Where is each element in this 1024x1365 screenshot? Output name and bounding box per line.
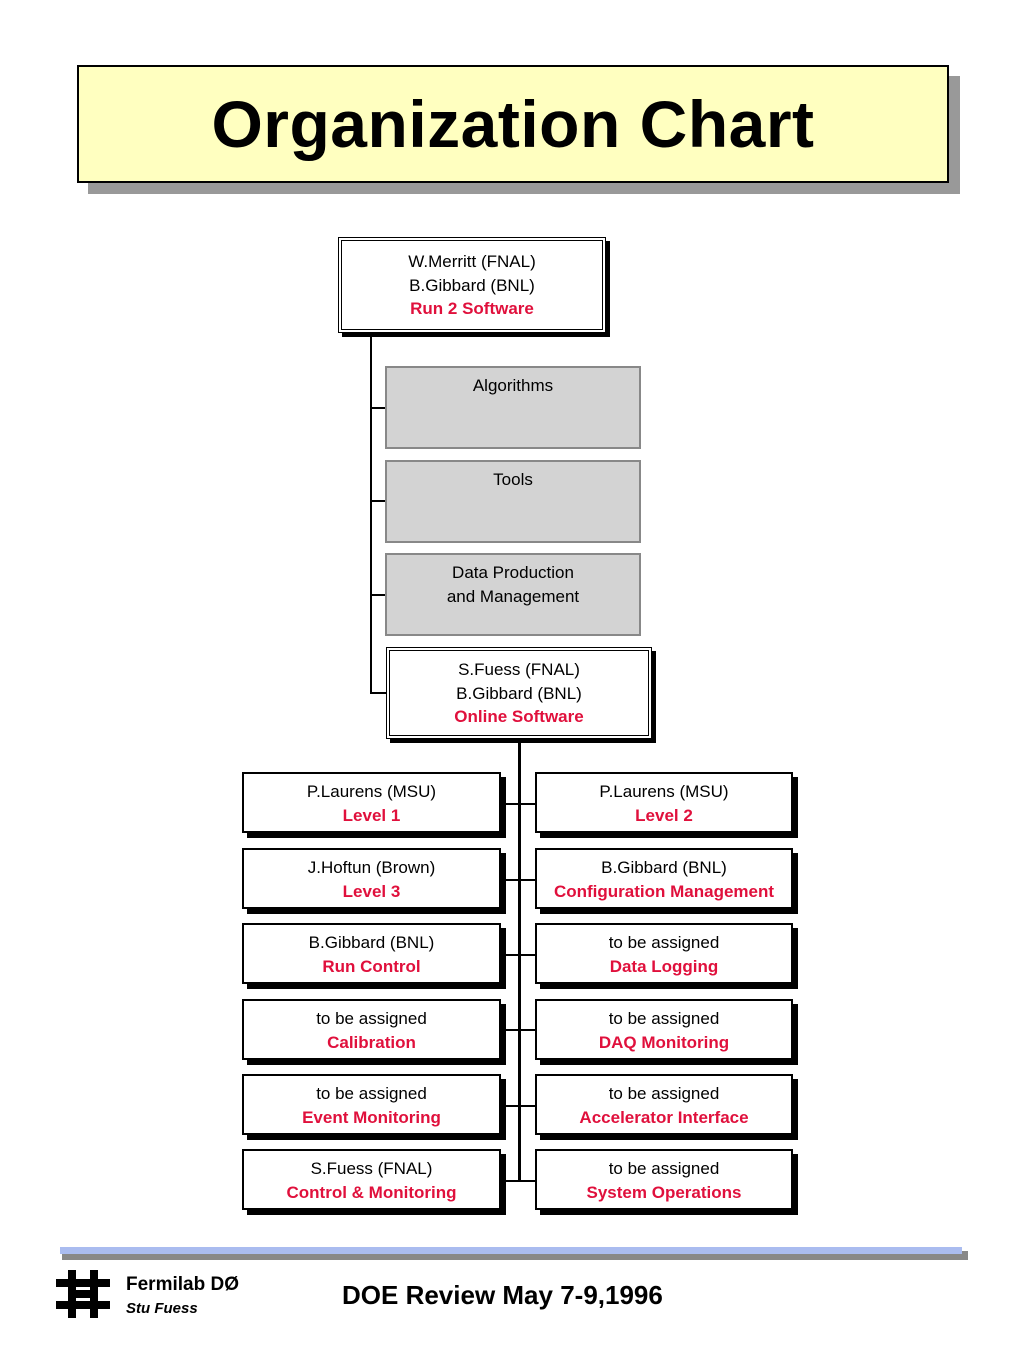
connector-row-1 [504,803,535,805]
right-person-6: to be assigned [608,1159,720,1178]
left-role-5: Event Monitoring [302,1107,441,1127]
algorithms-label: Algorithms [472,376,554,395]
lab-name: Fermilab DØ [126,1274,239,1295]
left-box-1: P.Laurens (MSU) Level 1 [242,772,501,833]
connector-top-vertical [370,334,372,694]
left-person-3: B.Gibbard (BNL) [308,933,435,952]
left-role-4: Calibration [327,1032,416,1052]
right-role-2: Configuration Management [553,881,775,901]
footer-bar [60,1247,962,1254]
data-production-label-1: Data Production [452,563,574,582]
online-role: Online Software [454,707,584,726]
right-role-3: Data Logging [609,956,719,976]
right-role-1: Level 2 [635,805,693,825]
connector-online-vertical [518,740,521,1182]
online-person-2: B.Gibbard (BNL) [456,683,582,703]
right-person-2: B.Gibbard (BNL) [601,858,727,877]
left-role-1: Level 1 [342,805,401,825]
top-role: Run 2 Software [410,299,534,318]
run2-software-box: W.Merritt (FNAL) B.Gibbard (BNL) Run 2 S… [338,237,606,333]
tools-box: Tools [385,460,641,543]
left-box-3: B.Gibbard (BNL) Run Control [242,923,501,984]
right-box-2: B.Gibbard (BNL) Configuration Management [535,848,793,909]
left-box-2: J.Hoftun (Brown) Level 3 [242,848,501,909]
connector-row-5 [504,1105,535,1107]
online-person-1: S.Fuess (FNAL) [458,660,580,679]
fermilab-logo-icon [56,1270,110,1318]
connector-row-6 [504,1180,535,1182]
right-box-6: to be assigned System Operations [535,1149,793,1210]
connector-online [370,692,388,694]
footer-bar-shadow [62,1251,968,1260]
top-person-2: B.Gibbard (BNL) [409,275,535,295]
left-person-2: J.Hoftun (Brown) [307,858,436,877]
connector-row-4 [504,1029,535,1031]
connector-data-production [370,594,386,596]
left-person-5: to be assigned [316,1084,427,1103]
tools-label: Tools [493,470,533,489]
left-box-5: to be assigned Event Monitoring [242,1074,501,1135]
right-person-1: P.Laurens (MSU) [599,782,729,801]
top-person-1: W.Merritt (FNAL) [408,252,536,271]
right-role-4: DAQ Monitoring [598,1032,730,1052]
connector-algorithms [370,407,386,409]
page-title: Organization Chart [211,87,815,161]
right-person-4: to be assigned [608,1009,720,1028]
title-banner: Organization Chart [77,65,949,183]
connector-row-3 [504,954,535,956]
right-role-6: System Operations [586,1182,742,1202]
data-production-label-2: and Management [446,586,580,606]
algorithms-box: Algorithms [385,366,641,449]
right-box-4: to be assigned DAQ Monitoring [535,999,793,1060]
left-role-6: Control & Monitoring [286,1182,457,1202]
event-title: DOE Review May 7-9,1996 [342,1280,663,1310]
data-production-box: Data Production and Management [385,553,641,636]
left-box-4: to be assigned Calibration [242,999,501,1060]
right-box-3: to be assigned Data Logging [535,923,793,984]
author-name: Stu Fuess [126,1300,198,1317]
right-role-5: Accelerator Interface [579,1107,749,1127]
right-person-5: to be assigned [608,1084,720,1103]
left-person-4: to be assigned [316,1009,427,1028]
connector-row-2 [504,879,535,881]
left-box-6: S.Fuess (FNAL) Control & Monitoring [242,1149,501,1210]
online-software-box: S.Fuess (FNAL) B.Gibbard (BNL) Online So… [386,647,652,739]
connector-tools [370,500,386,502]
left-person-1: P.Laurens (MSU) [306,782,437,801]
left-person-6: S.Fuess (FNAL) [310,1159,433,1178]
right-box-5: to be assigned Accelerator Interface [535,1074,793,1135]
left-role-3: Run Control [322,956,421,976]
right-person-3: to be assigned [608,933,720,952]
right-box-1: P.Laurens (MSU) Level 2 [535,772,793,833]
left-role-2: Level 3 [342,881,401,901]
